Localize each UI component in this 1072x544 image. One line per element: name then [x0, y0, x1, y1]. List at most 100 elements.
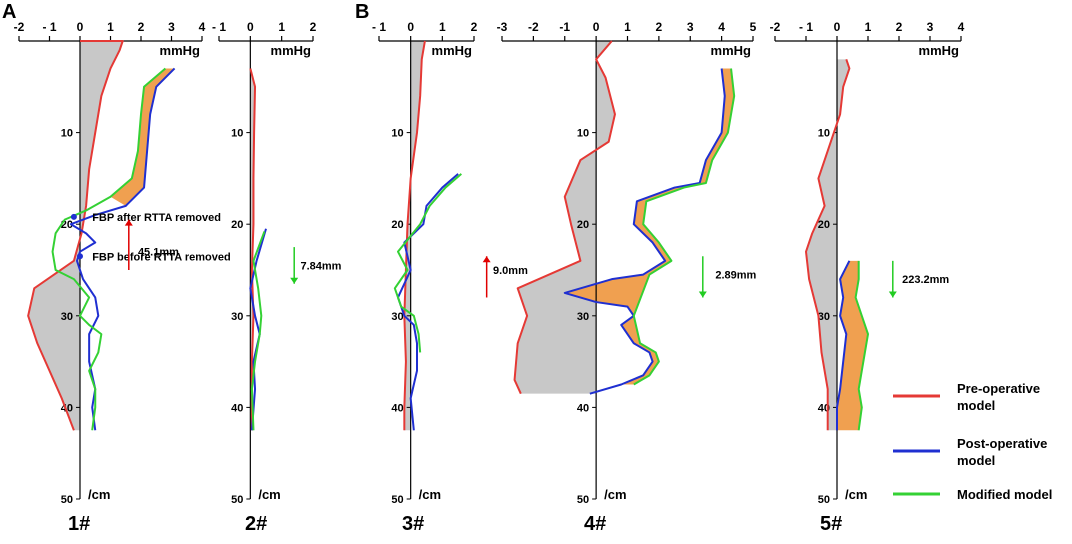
- y-unit-label-4: /cm: [604, 487, 626, 502]
- x-unit-label-5: mmHg: [919, 43, 960, 58]
- arrow-head-1: [124, 219, 133, 226]
- x-tick-label-2-1: 0: [247, 20, 254, 34]
- y-tick-label-5-4: 50: [818, 494, 830, 506]
- x-tick-label-3-1: 0: [407, 20, 414, 34]
- x-tick-label-5-1: - 1: [799, 20, 813, 34]
- y-tick-label-2-3: 40: [231, 402, 243, 414]
- y-tick-label-2-2: 30: [231, 311, 243, 323]
- x-tick-label-2-2: 1: [278, 20, 285, 34]
- arrow-head-5: [888, 291, 897, 298]
- y-tick-label-3-3: 40: [391, 402, 403, 414]
- x-tick-label-4-6: 3: [687, 20, 694, 34]
- annotation-2-0: 7.84mm: [300, 260, 341, 272]
- y-tick-label-3-0: 10: [391, 128, 403, 140]
- x-tick-label-1-2: 0: [77, 20, 84, 34]
- y-unit-label-3: /cm: [419, 487, 441, 502]
- subplot-label-2: 2#: [245, 513, 267, 535]
- subplot-label-1: 1#: [68, 513, 90, 535]
- series-post-2: [249, 228, 267, 431]
- x-tick-label-2-0: - 1: [212, 20, 226, 34]
- legend-label-post-1: Post-operative: [957, 436, 1047, 451]
- y-tick-label-3-1: 20: [391, 219, 403, 231]
- x-tick-label-3-3: 2: [471, 20, 478, 34]
- subplot-label-5: 5#: [820, 513, 842, 535]
- x-tick-label-4-7: 4: [718, 20, 725, 34]
- annotation-1-1: FBP before RTTA removed: [92, 251, 231, 263]
- series-modified-4: [632, 68, 736, 386]
- x-tick-label-5-5: 3: [927, 20, 934, 34]
- fill-fill_mod-1: [110, 68, 175, 206]
- annotation-1-0: FBP after RTTA removed: [92, 212, 221, 224]
- series-pre-3: [403, 40, 426, 431]
- fill-fill_pre-1: [28, 41, 123, 431]
- legend-label-post-2: model: [957, 453, 995, 468]
- y-tick-label-5-0: 10: [818, 128, 830, 140]
- panel-label-b: B: [355, 1, 369, 23]
- series-modified-1: [51, 67, 167, 431]
- x-tick-label-1-5: 3: [168, 20, 175, 34]
- x-tick-label-1-3: 1: [107, 20, 114, 34]
- legend-label-modified: Modified model: [957, 487, 1052, 502]
- x-tick-label-4-0: -3: [497, 20, 508, 34]
- y-tick-label-2-4: 50: [231, 494, 243, 506]
- y-tick-label-1-2: 30: [61, 311, 73, 323]
- legend: Pre-operative model Post-operative model…: [893, 381, 1052, 502]
- y-tick-label-4-2: 30: [577, 311, 589, 323]
- series-modified-3: [393, 173, 462, 353]
- series-modified-2: [250, 231, 266, 431]
- annotation-5-0: 223.2mm: [902, 274, 949, 286]
- fill-fill_mod-5: [837, 260, 868, 431]
- series-post-4: [563, 68, 726, 395]
- x-tick-label-1-6: 4: [199, 20, 206, 34]
- x-tick-label-4-8: 5: [750, 20, 757, 34]
- fill-fill_pre-4: [514, 41, 615, 394]
- x-tick-label-4-4: 1: [624, 20, 631, 34]
- fill-fill_pre-5: [806, 59, 850, 431]
- x-tick-label-1-1: - 1: [42, 20, 56, 34]
- x-unit-label-1: mmHg: [160, 43, 201, 58]
- annotation-1-2: 45.1mm: [138, 247, 179, 259]
- legend-label-pre-1: Pre-operative: [957, 381, 1040, 396]
- arrow-head-2: [290, 277, 299, 284]
- marker-1-0: [70, 213, 77, 220]
- arrow-head-3: [482, 256, 491, 263]
- series-post-5: [836, 260, 851, 431]
- arrow-head-4: [698, 291, 707, 298]
- fill-fill_pre-2: [250, 68, 256, 431]
- y-unit-label-5: /cm: [845, 487, 867, 502]
- subplot-label-3: 3#: [402, 513, 424, 535]
- series-modified-5: [854, 260, 869, 431]
- panel-label-a: A: [2, 1, 16, 23]
- x-tick-label-1-4: 2: [138, 20, 145, 34]
- x-tick-label-5-6: 4: [958, 20, 965, 34]
- x-tick-label-4-2: -1: [559, 20, 570, 34]
- x-tick-label-4-3: 0: [593, 20, 600, 34]
- annotation-4-0: 2.89mm: [715, 270, 756, 282]
- y-tick-label-2-0: 10: [231, 128, 243, 140]
- y-tick-label-1-4: 50: [61, 494, 73, 506]
- y-tick-label-4-4: 50: [577, 494, 589, 506]
- x-tick-label-4-1: -2: [528, 20, 539, 34]
- series-post-1: [69, 67, 176, 431]
- x-unit-label-4: mmHg: [711, 43, 752, 58]
- y-tick-label-5-1: 20: [818, 219, 830, 231]
- y-unit-label-1: /cm: [88, 487, 110, 502]
- fill-fill_pre-3: [404, 41, 425, 431]
- x-tick-label-5-3: 1: [865, 20, 872, 34]
- x-tick-label-4-5: 2: [656, 20, 663, 34]
- subplot-label-4: 4#: [584, 513, 606, 535]
- y-tick-label-2-1: 20: [231, 219, 243, 231]
- x-tick-label-5-0: -2: [770, 20, 781, 34]
- legend-label-pre-2: model: [957, 398, 995, 413]
- y-unit-label-2: /cm: [258, 487, 280, 502]
- series-pre-4: [513, 40, 616, 395]
- y-tick-label-4-0: 10: [577, 128, 589, 140]
- x-tick-label-1-0: -2: [14, 20, 25, 34]
- marker-1-1: [77, 253, 83, 260]
